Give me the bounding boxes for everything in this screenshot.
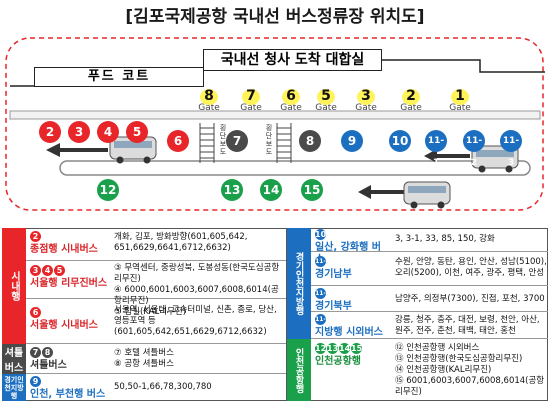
row-name: 경기북부 xyxy=(315,300,352,312)
upper-sidewalk xyxy=(9,110,541,120)
bus-stop-6[interactable]: 6 xyxy=(167,130,189,152)
table-row: 9 인천, 부천행 버스 50,50-1,66,78,300,780 xyxy=(26,374,286,401)
row-name: 지방행 시외버스 xyxy=(315,326,383,338)
row-desc: 남양주, 의정부(7300), 진접, 포천, 3700 xyxy=(395,294,545,304)
bus-stop-3[interactable]: 3 xyxy=(68,121,90,143)
bus-stop-5[interactable]: 5 xyxy=(126,121,148,143)
stop-badge-3: 3 xyxy=(30,265,41,276)
table-row: 6 서울행 시내버스 서울역, 서울대, 고속터미널, 신촌, 종로, 당산, … xyxy=(26,299,286,344)
section-shuttle: 셔틀버스 xyxy=(2,344,26,374)
table-row: 11-2 경기북부 남양주, 의정부(7300), 진접, 포천, 3700 xyxy=(311,286,548,312)
stop-badge-11-1: 11-1 xyxy=(315,256,326,276)
bus-stop-11-1[interactable]: 11-1 xyxy=(425,130,447,168)
stop-badge-5: 5 xyxy=(54,265,65,276)
table-row: 11-1 경기남부 수원, 안양, 동탄, 용인, 안산, 성남(5100), … xyxy=(311,252,548,286)
section-gyeonggi-left: 경기인천지방행 xyxy=(2,374,26,401)
bus-icon-mid-right xyxy=(471,145,519,173)
bus-stop-8[interactable]: 8 xyxy=(299,130,321,152)
stop-badge-4: 4 xyxy=(42,265,53,276)
row-name: 서울행 시내버스 xyxy=(30,319,98,331)
map-boundary xyxy=(5,37,544,211)
stop-badge-8: 8 xyxy=(42,347,53,358)
crosswalk-label-right: 횡단보도 xyxy=(265,124,273,156)
row-name: 서울행 리무진버스 xyxy=(30,277,108,289)
bus-stop-14[interactable]: 14 xyxy=(260,179,282,201)
bus-stop-11-3[interactable]: 11-3 xyxy=(500,130,522,168)
row-name: 셔틀버스 xyxy=(30,359,67,371)
page-title: [김포국제공항 국내선 버스정류장 위치도] xyxy=(125,7,425,27)
row-desc: 서울역, 서울대, 고속터미널, 신촌, 종로, 당산, 영등포역 등 (601… xyxy=(114,305,277,337)
row-desc: 3, 3-1, 33, 85, 150, 강화 xyxy=(395,234,495,244)
row-desc: ③ 무역센터, 중랑성북, 도봉성동(한국도심공항리무진) ④ 6000,600… xyxy=(114,263,280,317)
stop-badge-11-2: 11-2 xyxy=(315,288,326,308)
table-row: 10 일산, 강화행 버스 3, 3-1, 33, 85, 150, 강화 xyxy=(311,228,548,265)
row-desc: ⑫ 인천공항행 시외버스 ⑬ 인천공항행(한국도심공항리무진) ⑭ 인천공항행(… xyxy=(395,343,545,397)
map-graphics xyxy=(5,37,545,211)
table-divider xyxy=(286,228,287,401)
crosswalk-right xyxy=(276,123,292,163)
arrow-left-bottom-head xyxy=(358,185,371,199)
bus-stop-2[interactable]: 2 xyxy=(39,121,61,143)
table-row: 2 종점행 시내버스 개화, 김포, 방화방향(601,605,642, 651… xyxy=(26,228,286,261)
stop-badge-7: 7 xyxy=(30,347,41,358)
stop-badge-10: 10 xyxy=(315,229,327,240)
row-desc: 수원, 안양, 동탄, 용인, 안산, 성남(5100), 오리(5200), … xyxy=(395,257,547,278)
section-gyeonggi-right: 경기인천지방행 xyxy=(287,228,311,339)
row-desc: 50,50-1,66,78,300,780 xyxy=(114,382,212,392)
bus-stop-7[interactable]: 7 xyxy=(226,130,248,152)
bus-stop-map: [김포국제공항 국내선 버스정류장 위치도] xyxy=(5,7,545,211)
row-name: 경기남부 xyxy=(315,268,352,280)
row-name: 인천, 부천행 버스 xyxy=(30,388,106,400)
bus-stop-15[interactable]: 15 xyxy=(301,179,323,201)
arrival-hall-label: 국내선 청사 도착 대합실 xyxy=(203,49,382,71)
row-desc: 개화, 김포, 방화방향(601,605,642, 651,6629,6641,… xyxy=(114,232,248,253)
section-incheon-airport: 인천공항행 xyxy=(287,339,311,401)
middle-island xyxy=(59,160,531,176)
bus-stop-11-2[interactable]: 11-2 xyxy=(463,130,485,168)
stop-badge-13: 13 xyxy=(327,343,339,354)
route-legend-table: 시내행 셔틀버스 경기인천지방행 2 종점행 시내버스 개화, 김포, 방화방향… xyxy=(0,228,550,401)
bus-icon-bottom xyxy=(403,181,451,209)
stop-badge-11-3: 11-3 xyxy=(315,314,326,334)
stop-badge-6: 6 xyxy=(30,307,41,318)
stop-badge-15: 15 xyxy=(351,343,363,354)
bus-stop-12[interactable]: 12 xyxy=(97,179,119,201)
row-name: 종점행 시내버스 xyxy=(30,243,98,255)
bus-stop-4[interactable]: 4 xyxy=(97,121,119,143)
crosswalk-left xyxy=(199,123,215,163)
row-name: 인천공항행 xyxy=(315,355,361,367)
arrow-left-mid-head xyxy=(424,149,437,163)
table-row: 12131415 인천공항행 ⑫ 인천공항행 시외버스 ⑬ 인천공항행(한국도심… xyxy=(311,339,548,401)
bus-stop-9[interactable]: 9 xyxy=(341,130,363,152)
bus-stop-13[interactable]: 13 xyxy=(221,179,243,201)
table-row: 11-3 지방행 시외버스 강릉, 청주, 충주, 대전, 보령, 천안, 아산… xyxy=(311,312,548,339)
bus-stop-10[interactable]: 10 xyxy=(389,130,411,152)
stop-badge-2: 2 xyxy=(30,231,41,242)
stop-badge-9: 9 xyxy=(30,376,41,387)
arrow-left-top-head xyxy=(46,143,60,157)
stop-badge-14: 14 xyxy=(339,343,351,354)
section-city: 시내행 xyxy=(2,228,26,344)
row-desc: ⑦ 호텔 셔틀버스 ⑧ 공항 셔틀버스 xyxy=(114,348,174,369)
row-desc: 강릉, 청주, 충주, 대전, 보령, 천안, 아산, 원주, 전주, 춘천, … xyxy=(395,315,540,336)
stop-badge-12: 12 xyxy=(315,343,327,354)
crosswalk-label-left: 횡단보도 xyxy=(219,124,227,156)
food-court-label: 푸드 코트 xyxy=(34,67,204,87)
